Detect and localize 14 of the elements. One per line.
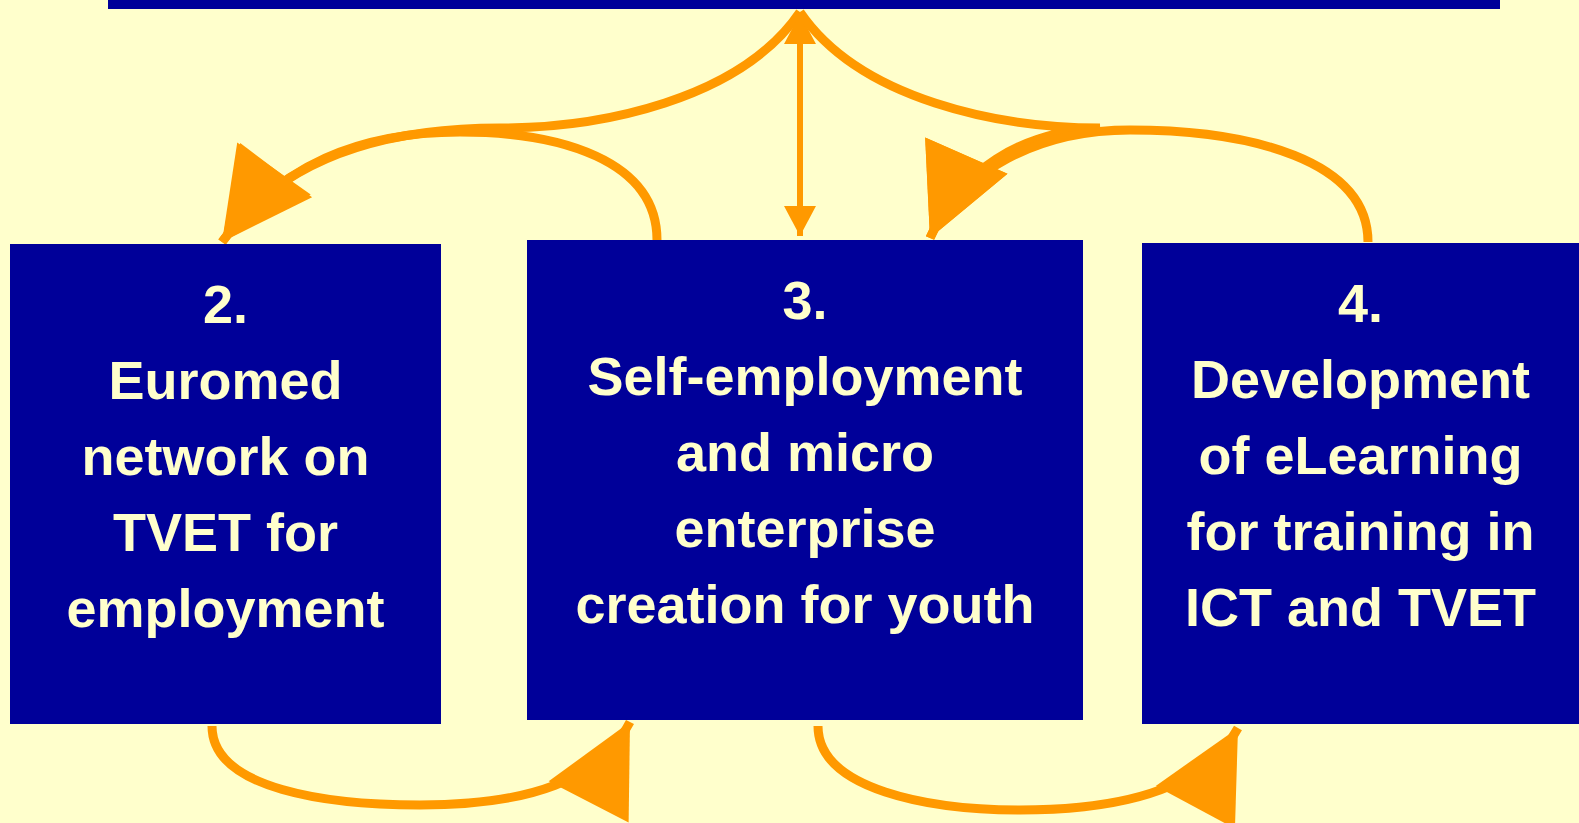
process-box: [10, 244, 441, 724]
curved-arrow: [207, 719, 634, 823]
curved-arrow: [218, 127, 662, 245]
step-title: Self-employment and micro enterprise creation for youth: [574, 345, 1036, 636]
curved-arrow: [813, 725, 1242, 823]
curved-arrow: [926, 125, 1373, 243]
process-box: [527, 240, 1083, 720]
step-title: Development of eLearning for training in ICT and TVET: [1184, 348, 1537, 639]
step-number: 3.: [782, 269, 828, 332]
step-title: Euromed network on TVET for employment: [65, 349, 386, 640]
step-number: 4.: [1337, 272, 1383, 335]
header-bar: [108, 0, 1500, 9]
process-box: [1142, 243, 1579, 724]
step-number: 2.: [202, 273, 248, 336]
